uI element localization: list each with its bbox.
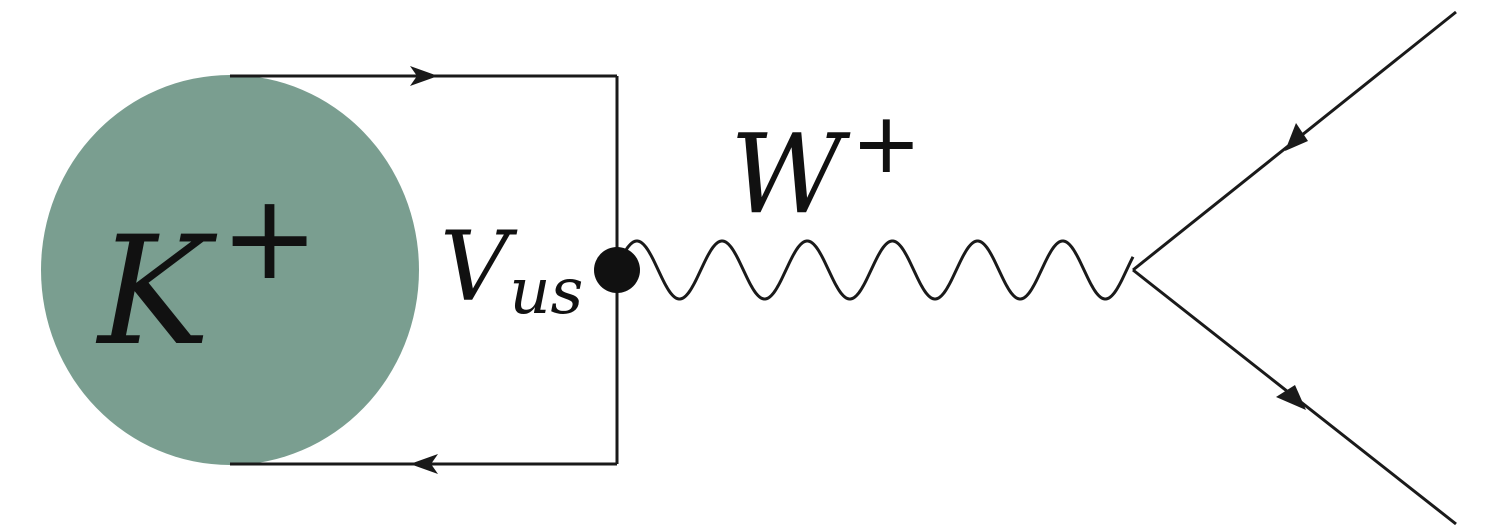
lower-antiquark-arrow (410, 454, 438, 474)
lepton-lines (1132, 10, 1457, 526)
upper-lepton-arrow (1285, 123, 1308, 151)
weak-vertex-dot (594, 247, 640, 293)
ckm-element-label: V us (440, 211, 583, 329)
kaon-meson-blob (41, 75, 419, 465)
lower-lepton-arrow (1276, 385, 1306, 410)
w-boson-label: W + (730, 94, 921, 238)
w-boson-propagator (620, 239, 1135, 301)
upper-quark-arrow (410, 66, 438, 86)
kaon-label: K + (95, 168, 319, 379)
